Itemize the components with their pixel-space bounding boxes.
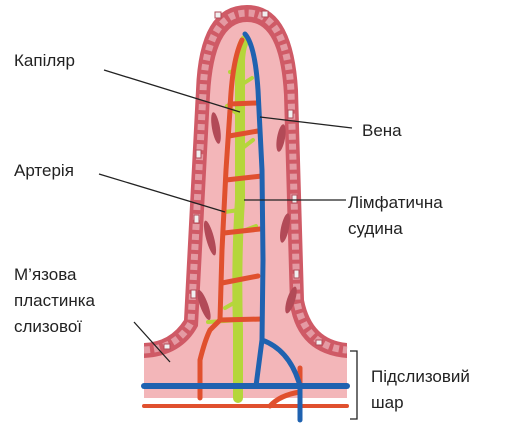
label-muscle-line3: слизової xyxy=(14,314,95,340)
label-muscle-line1: М’язова xyxy=(14,262,95,288)
label-vein: Вена xyxy=(362,120,402,141)
label-artery: Артерія xyxy=(14,160,74,181)
label-muscle-line2: пластинка xyxy=(14,288,95,314)
label-submucosa-line1: Підслизовий xyxy=(371,364,470,390)
label-lymph-line1: Лімфатична xyxy=(348,190,443,216)
label-submucosa-line2: шар xyxy=(371,390,470,416)
label-lymph-vessel: Лімфатична судина xyxy=(348,190,443,242)
label-capillary: Капіляр xyxy=(14,50,75,71)
label-submucosa: Підслизовий шар xyxy=(371,364,470,416)
label-muscularis-mucosae: М’язова пластинка слизової xyxy=(14,262,95,340)
label-lymph-line2: судина xyxy=(348,216,443,242)
